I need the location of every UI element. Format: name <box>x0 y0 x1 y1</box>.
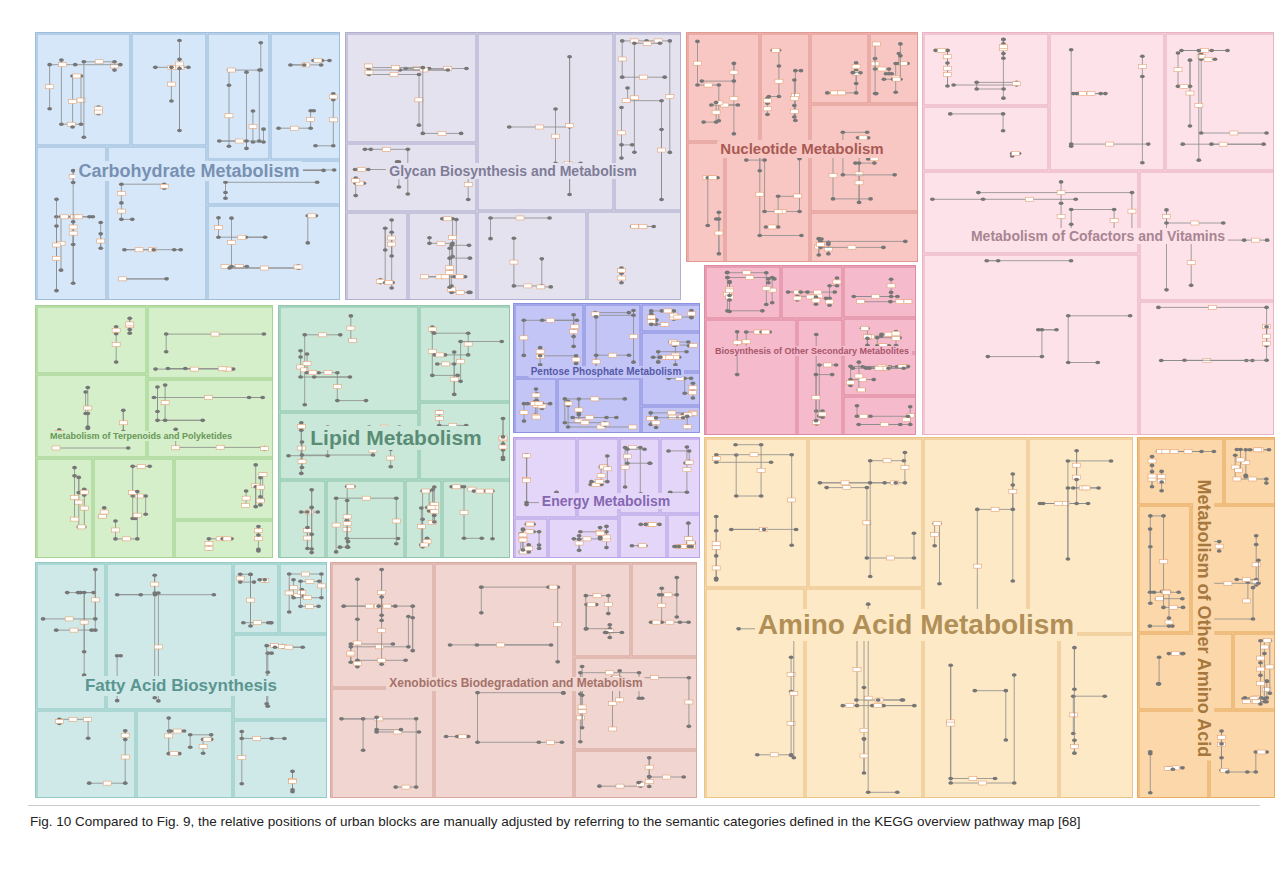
block-label: Nucleotide Metabolism <box>717 140 886 157</box>
block-label: Glycan Biosynthesis and Metabolism <box>386 163 639 179</box>
pathway-block: Xenobiotics Biodegradation and Metabolis… <box>330 562 697 798</box>
block-label: Metabolism of Terpenoids and Polyketides <box>47 431 235 441</box>
pathway-block: Glycan Biosynthesis and Metabolism <box>345 32 681 300</box>
pathway-block: Energy Metabolism <box>513 437 700 558</box>
pathway-block: Fatty Acid Biosynthesis <box>35 562 327 798</box>
block-label: Carbohydrate Metabolism <box>75 161 302 182</box>
block-label: Xenobiotics Biodegradation and Metabolis… <box>386 677 645 691</box>
pathway-block: Lipid Metabolism <box>278 305 510 558</box>
block-label: Pentose Phosphate Metabolism <box>528 366 685 378</box>
pathway-block: Amino Acid Metabolism <box>704 437 1133 798</box>
block-label: Fatty Acid Biosynthesis <box>82 676 280 696</box>
pathway-block: Pentose Phosphate Metabolism <box>513 303 700 433</box>
figure-caption: Fig. 10 Compared to Fig. 9, the relative… <box>30 812 1255 832</box>
caption-rule <box>28 805 1260 806</box>
block-label: Metabolism of Cofactors and Vitamins <box>968 228 1228 244</box>
block-label: Biosynthesis of Other Secondary Metaboli… <box>712 346 912 356</box>
block-label: Metabolism of Other Amino Acid <box>1194 476 1215 760</box>
pathway-block: Metabolism of Cofactors and Vitamins <box>922 32 1274 435</box>
block-label: Amino Acid Metabolism <box>755 609 1077 641</box>
block-label: Energy Metabolism <box>539 493 673 509</box>
block-label: Lipid Metabolism <box>307 426 485 450</box>
pathway-block: Carbohydrate Metabolism <box>35 32 340 300</box>
pathway-block: Metabolism of Other Amino Acid <box>1137 437 1275 798</box>
pathway-block: Biosynthesis of Other Secondary Metaboli… <box>704 265 916 435</box>
pathway-block: Nucleotide Metabolism <box>686 32 918 262</box>
pathway-block: Metabolism of Terpenoids and Polyketides <box>35 305 273 558</box>
